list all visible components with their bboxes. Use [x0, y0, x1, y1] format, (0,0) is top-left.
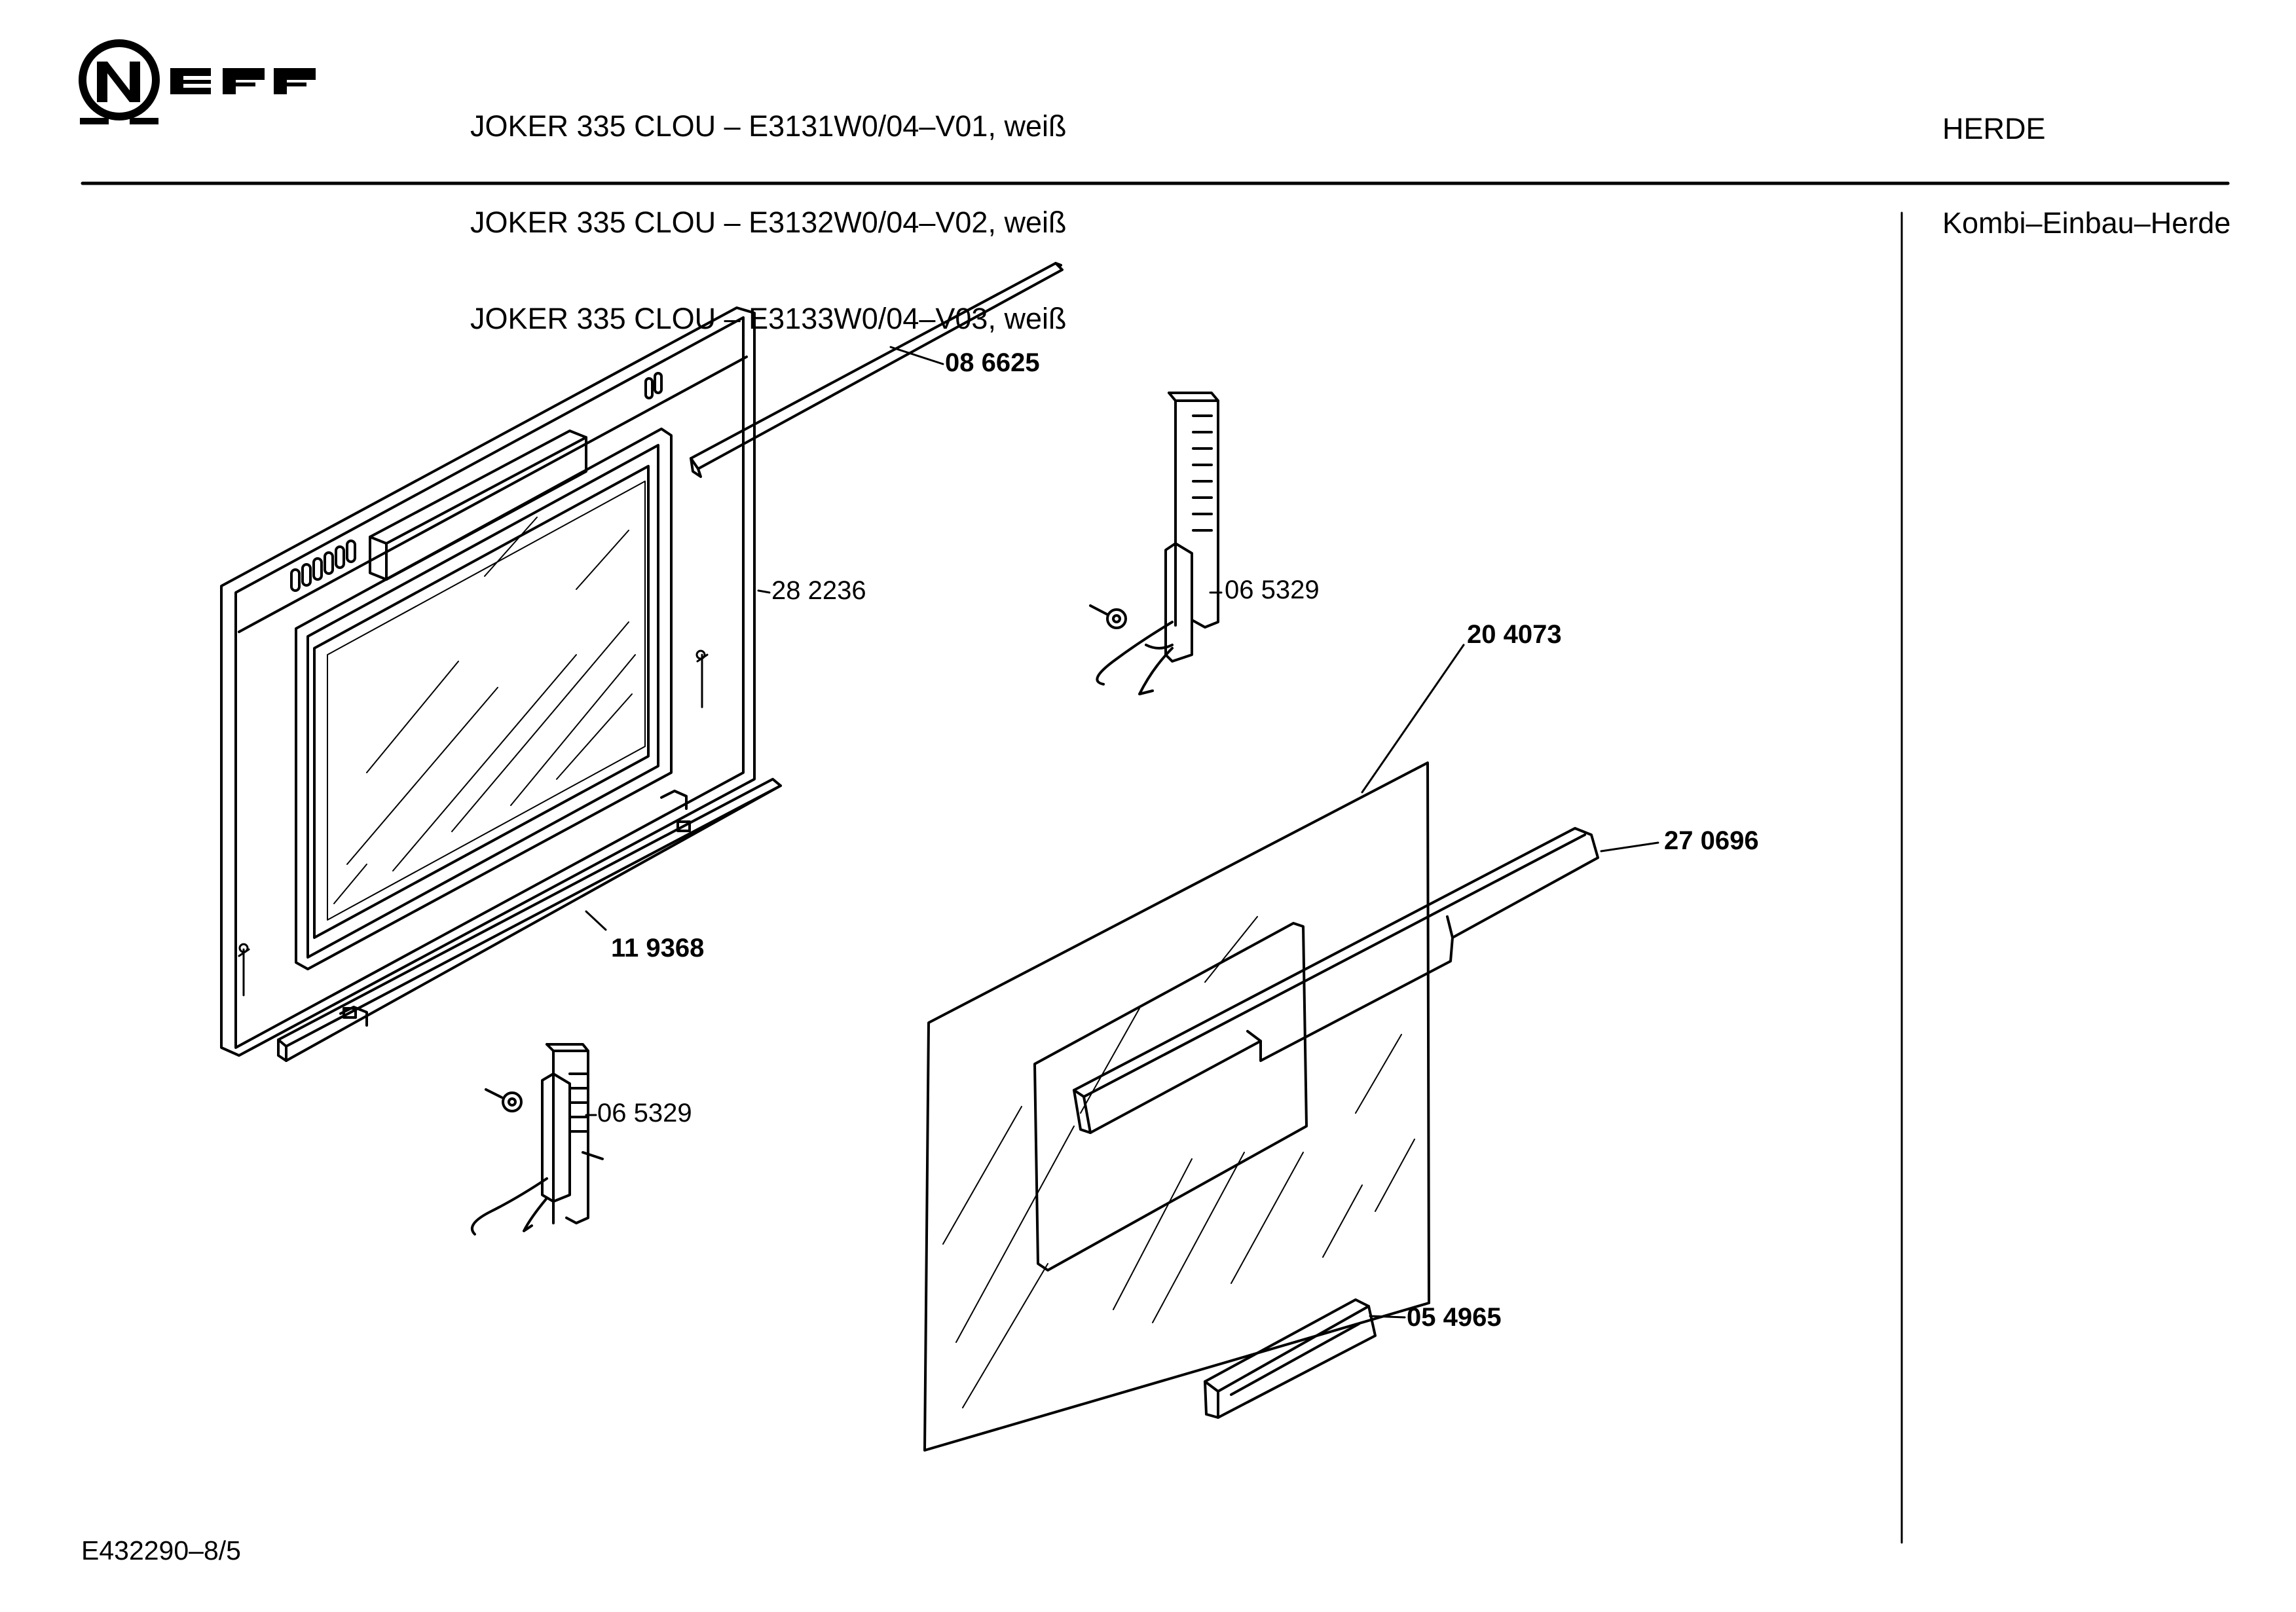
- hinge-lower: [470, 1043, 604, 1236]
- hinge-upper: [1089, 392, 1219, 695]
- category-subtitle: Kombi–Einbau–Herde: [1942, 206, 2231, 240]
- small-clip: [1204, 1298, 1377, 1419]
- neff-logo: [79, 39, 316, 124]
- label-086625: 08 6625: [945, 348, 1040, 377]
- outer-glass-door: [923, 761, 1430, 1452]
- leader-282236: [757, 589, 771, 594]
- label-065329-upper: 06 5329: [1225, 576, 1320, 604]
- product-category: HERDE Kombi–Einbau–Herde: [1942, 48, 2231, 269]
- outer-glass-reflections: [942, 916, 1415, 1408]
- leader-119368: [585, 910, 607, 931]
- model-line-1: JOKER 335 CLOU – E3131W0/04–V01, weiß: [470, 109, 1067, 143]
- label-065329-lower: 06 5329: [597, 1099, 692, 1127]
- document-number: E432290–8/5: [81, 1535, 241, 1566]
- leader-054965: [1369, 1315, 1406, 1319]
- top-strip: [690, 262, 1064, 478]
- panel-side-clips: [238, 650, 709, 997]
- leader-086625: [889, 346, 944, 365]
- leader-204073: [1361, 644, 1465, 794]
- label-270696: 27 0696: [1664, 826, 1759, 855]
- label-204073: 20 4073: [1467, 620, 1562, 649]
- door-handle: [1073, 827, 1599, 1134]
- panel-top-block: [369, 430, 587, 581]
- category-title: HERDE: [1942, 112, 2046, 145]
- model-line-3: JOKER 335 CLOU – E3133W0/04–V03, weiß: [470, 302, 1067, 335]
- label-054965: 05 4965: [1407, 1303, 1502, 1332]
- bottom-rail: [277, 778, 782, 1062]
- model-list: JOKER 335 CLOU – E3131W0/04–V01, weiß JO…: [470, 46, 1066, 367]
- label-119368: 11 9368: [611, 934, 704, 962]
- panel-vent-slots: [290, 372, 663, 592]
- leader-270696: [1600, 841, 1659, 852]
- inner-door-panel: [220, 306, 756, 1057]
- model-line-2: JOKER 335 CLOU – E3132W0/04–V02, weiß: [470, 206, 1067, 239]
- leader-lines: [585, 346, 1659, 1319]
- door-window-glass: [327, 481, 646, 921]
- label-282236: 28 2236: [771, 576, 866, 605]
